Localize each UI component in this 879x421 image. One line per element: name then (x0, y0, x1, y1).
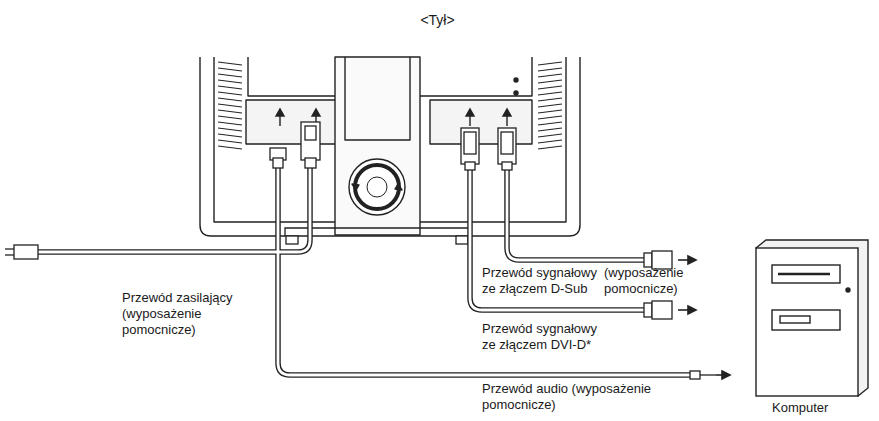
vent-rib (218, 122, 242, 125)
drawing-stroke (5, 254, 14, 255)
drawing-stroke (345, 57, 410, 140)
vent-rib (218, 98, 242, 101)
drawing-stroke (690, 371, 700, 379)
cable-label: Przewód audio (wyposażenie pomocnicze) (482, 381, 682, 413)
drawing-stroke (700, 374, 716, 375)
cable-label: Przewód zasilający (wyposażenie pomocnic… (122, 290, 252, 338)
drawing-stroke (503, 109, 511, 116)
drawing-stroke (688, 256, 696, 264)
computer-label: Komputer (772, 400, 862, 416)
drawing-stroke (276, 109, 284, 116)
vent-rib (538, 140, 562, 143)
cable-outline (38, 165, 310, 252)
cable-outline (507, 165, 646, 260)
drawing-stroke (420, 57, 532, 96)
monitor-rear (200, 57, 580, 236)
drawing-stroke (514, 78, 518, 82)
drawing-stroke (722, 371, 730, 379)
drawing-stroke (778, 273, 830, 276)
vent-rib (538, 110, 562, 113)
drawing-stroke (14, 245, 38, 259)
drawing-stroke (349, 159, 405, 215)
vent-rib (218, 116, 242, 119)
drawing-stroke (5, 248, 14, 249)
cable-label: Przewód sygnałowy ze złączem D-Sub (482, 265, 610, 297)
cable-direction-arrows (678, 256, 730, 379)
vent-rib (218, 140, 242, 143)
drawing-stroke (502, 162, 512, 170)
vent-rib (218, 68, 242, 71)
drawing-stroke (464, 132, 476, 154)
drawing-stroke (652, 301, 672, 319)
vent-rib (218, 110, 242, 113)
drawing-stroke (200, 57, 580, 236)
vent-rib (538, 116, 562, 119)
computer-tower (756, 240, 868, 396)
drawing-stroke (305, 158, 316, 168)
drawing-stroke (367, 177, 387, 197)
cable-core (507, 165, 646, 260)
vent-rib (538, 98, 562, 101)
drawing-stroke (273, 158, 283, 168)
view-title: <Tył> (0, 12, 877, 28)
vent-rib (538, 122, 562, 125)
vent-rib (538, 74, 562, 77)
vent-rib (218, 80, 242, 83)
vent-rib (538, 68, 562, 71)
drawing-stroke (305, 126, 316, 140)
drawing-stroke (756, 248, 858, 396)
drawing-stroke (688, 306, 696, 314)
drawing-stroke (501, 132, 513, 154)
drawing-stroke (772, 310, 840, 330)
vent-rib (218, 92, 242, 95)
drawing-stroke (355, 165, 399, 209)
drawing-stroke (466, 109, 474, 116)
drawing-stroke (846, 288, 850, 292)
cable-core (38, 165, 310, 252)
cables (38, 165, 690, 375)
vent-rib (538, 92, 562, 95)
drawing-stroke (352, 184, 402, 190)
vent-rib (218, 74, 242, 77)
vent-rib (218, 128, 242, 131)
drawing-stroke (461, 128, 479, 164)
drawing-stroke (248, 57, 335, 96)
drawing-stroke (780, 316, 810, 323)
vent-rib (218, 146, 242, 149)
drawing-stroke (246, 100, 345, 144)
drawing-stroke (456, 236, 468, 244)
drawing-stroke (430, 100, 532, 144)
vent-rib (538, 104, 562, 107)
vent-rib (218, 134, 242, 137)
vent-rib (538, 134, 562, 137)
drawing-stroke (498, 128, 516, 164)
drawing-stroke (465, 162, 475, 170)
vent-rib (218, 104, 242, 107)
vent-rib (218, 62, 242, 65)
drawing-stroke (514, 91, 518, 95)
drawing-stroke (772, 265, 840, 283)
drawing-stroke (644, 303, 652, 317)
vent-rib (538, 146, 562, 149)
vent-rib (538, 128, 562, 131)
cable-label: Przewód sygnałowy ze złączem DVI-D* (482, 321, 612, 353)
drawing-stroke (312, 109, 320, 116)
cable-plugs (5, 122, 716, 379)
vent-rib (538, 86, 562, 89)
cable-note: (wyposażenie pomocnicze) (604, 265, 716, 297)
drawing-stroke (301, 122, 320, 160)
drawing-stroke (286, 236, 298, 244)
drawing-stroke (335, 57, 420, 235)
drawing-stroke (644, 253, 652, 267)
vent-rib (538, 80, 562, 83)
drawing-stroke (756, 240, 868, 396)
vent-rib (538, 62, 562, 65)
vent-rib (218, 86, 242, 89)
